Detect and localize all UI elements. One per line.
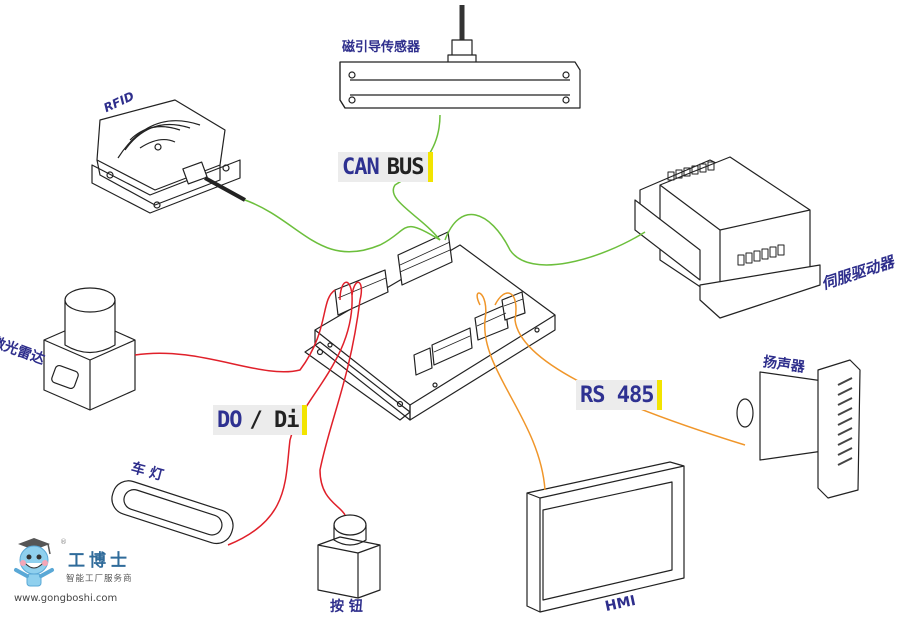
servo-driver-device — [634, 156, 821, 319]
controller-board — [304, 231, 556, 421]
car-light-device — [111, 480, 234, 545]
can-bus-wires — [244, 114, 646, 266]
can-text: CAN — [338, 152, 383, 182]
can-bus-label: CAN BUS — [338, 152, 433, 182]
accent-bar — [657, 380, 663, 410]
magnetic-sensor-label: 磁引导传感器 — [342, 40, 421, 55]
di-text: / Di — [245, 405, 303, 435]
gongboshi-logo: ® 工博士 智能工厂服务商 www.gongboshi.com — [10, 536, 135, 608]
button-label: 按 钮 — [330, 599, 363, 615]
speaker-device — [736, 359, 861, 499]
rs485-label: RS 485 — [576, 380, 663, 410]
hmi-device — [526, 461, 685, 613]
button-device — [317, 514, 381, 599]
bus-text: BUS — [382, 152, 428, 182]
rs485-text: RS 485 — [576, 380, 658, 410]
rfid-device — [91, 99, 246, 214]
registered-mark: ® — [60, 538, 67, 546]
accent-bar — [302, 405, 308, 435]
brand-slogan: 智能工厂服务商 — [66, 574, 133, 584]
dio-wires — [134, 281, 363, 546]
brand-url[interactable]: www.gongboshi.com — [14, 593, 118, 604]
lidar-device — [43, 287, 136, 411]
brand-name: 工博士 — [68, 551, 131, 571]
mascot-icon — [14, 538, 54, 587]
do-text: DO — [213, 405, 246, 435]
rs485-wires — [476, 292, 746, 491]
dio-label: DO / Di — [213, 405, 308, 435]
magnetic-sensor-device — [339, 5, 581, 109]
accent-bar — [427, 152, 433, 182]
